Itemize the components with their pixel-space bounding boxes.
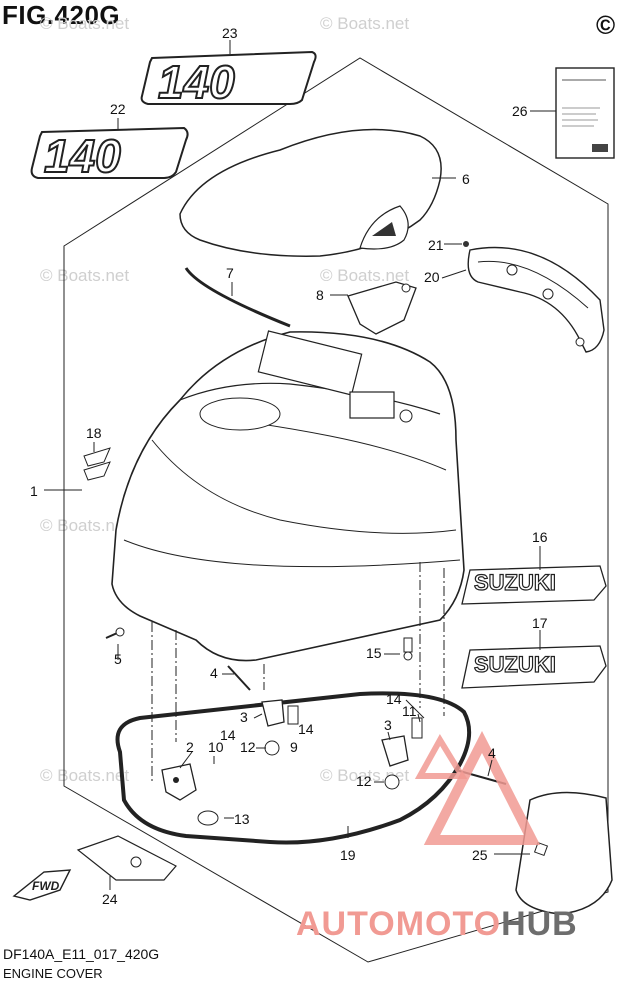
- decal-140-lower: 140: [30, 126, 189, 183]
- callout-14: 14: [386, 691, 402, 707]
- callout-22: 22: [110, 101, 126, 117]
- pin: [105, 627, 125, 639]
- screw-21: [448, 241, 469, 247]
- bolt-15: [403, 637, 413, 661]
- callout-1: 1: [30, 483, 38, 499]
- seal-strip: [184, 267, 291, 328]
- decal-140-upper: 140: [140, 50, 317, 109]
- callout-12: 12: [356, 773, 372, 789]
- brand-wordmark: AUTOMOTOHUB: [296, 905, 578, 944]
- decal-number-text: 140: [44, 130, 121, 182]
- callout-4: 4: [210, 665, 218, 681]
- s-emblem: [83, 447, 111, 481]
- callout-24: 24: [102, 891, 118, 907]
- copyright-mark: ©: [596, 10, 616, 40]
- engine-cover: [111, 330, 465, 662]
- top-cover: [179, 128, 442, 257]
- callout-2: 2: [186, 739, 194, 755]
- suzuki-emblem-16: SUZUKI: [461, 565, 607, 605]
- brand-part-2: HUB: [501, 905, 578, 943]
- callout-13: 13: [234, 811, 250, 827]
- latch-right: [381, 717, 423, 767]
- callout-3: 3: [384, 717, 392, 733]
- fwd-text: FWD: [32, 879, 60, 893]
- callout-15: 15: [366, 645, 382, 661]
- rod-left: [227, 665, 251, 691]
- watermark: © Boats.net: [40, 14, 130, 33]
- callout-10: 9: [290, 739, 298, 755]
- grommet: [197, 810, 219, 826]
- watermark: © Boats.net: [40, 266, 130, 285]
- callout-26: 26: [512, 103, 528, 119]
- latch-left: [161, 763, 197, 801]
- callout-8: 8: [316, 287, 324, 303]
- brand-logo-triangle: [414, 734, 468, 779]
- callout-20: 20: [424, 269, 440, 285]
- handle: [467, 246, 605, 353]
- suzuki-text: SUZUKI: [474, 570, 556, 595]
- callout-14: 14: [220, 727, 236, 743]
- drawing-code: DF140A_E11_017_420G: [3, 946, 160, 962]
- callout-11: 11: [402, 703, 417, 719]
- leader-lines: [44, 40, 556, 890]
- callout-19: 19: [340, 847, 356, 863]
- watermark: © Boats.net: [320, 266, 410, 285]
- callout-17: 17: [532, 615, 548, 631]
- callout-9: 10: [208, 739, 224, 755]
- sticker: [76, 835, 177, 881]
- watermark: © Boats.net: [40, 516, 130, 535]
- decal-number-text: 140: [158, 56, 235, 108]
- callout-12: 12: [240, 739, 256, 755]
- air-duct: [347, 281, 417, 335]
- callout-5: 5: [114, 651, 122, 667]
- brand-logo-triangle: [423, 730, 541, 845]
- suzuki-text: SUZUKI: [474, 652, 556, 677]
- callout-6: 6: [462, 171, 470, 187]
- watermark: © Boats.net: [320, 14, 410, 33]
- figure-title: FIG.420G: [2, 0, 121, 30]
- callout-16: 16: [532, 529, 548, 545]
- callout-18: 18: [86, 425, 102, 441]
- bolt-12: [264, 740, 400, 790]
- callout-3: 3: [240, 709, 248, 725]
- suzuki-emblem-17: SUZUKI: [461, 645, 607, 689]
- latch-center: [261, 699, 299, 727]
- callout-23: 23: [222, 25, 238, 41]
- watermark: © Boats.net: [40, 766, 130, 785]
- callout-4: 4: [488, 745, 496, 761]
- callout-7: 7: [226, 265, 234, 281]
- owners-manual: [555, 67, 615, 159]
- callouts: 23 22 26 6 21 7 20 8 18 1 16 17 15 5 4 1…: [30, 25, 548, 907]
- callout-25: 25: [472, 847, 488, 863]
- callout-21: 21: [428, 237, 444, 253]
- diagram-caption: ENGINE COVER: [3, 966, 103, 981]
- projection-lines: [151, 562, 445, 782]
- storage-cover: [515, 791, 613, 915]
- fwd-arrow: FWD: [12, 869, 72, 901]
- brand-part-1: AUTOMOTO: [296, 905, 502, 943]
- callout-14: 14: [298, 721, 314, 737]
